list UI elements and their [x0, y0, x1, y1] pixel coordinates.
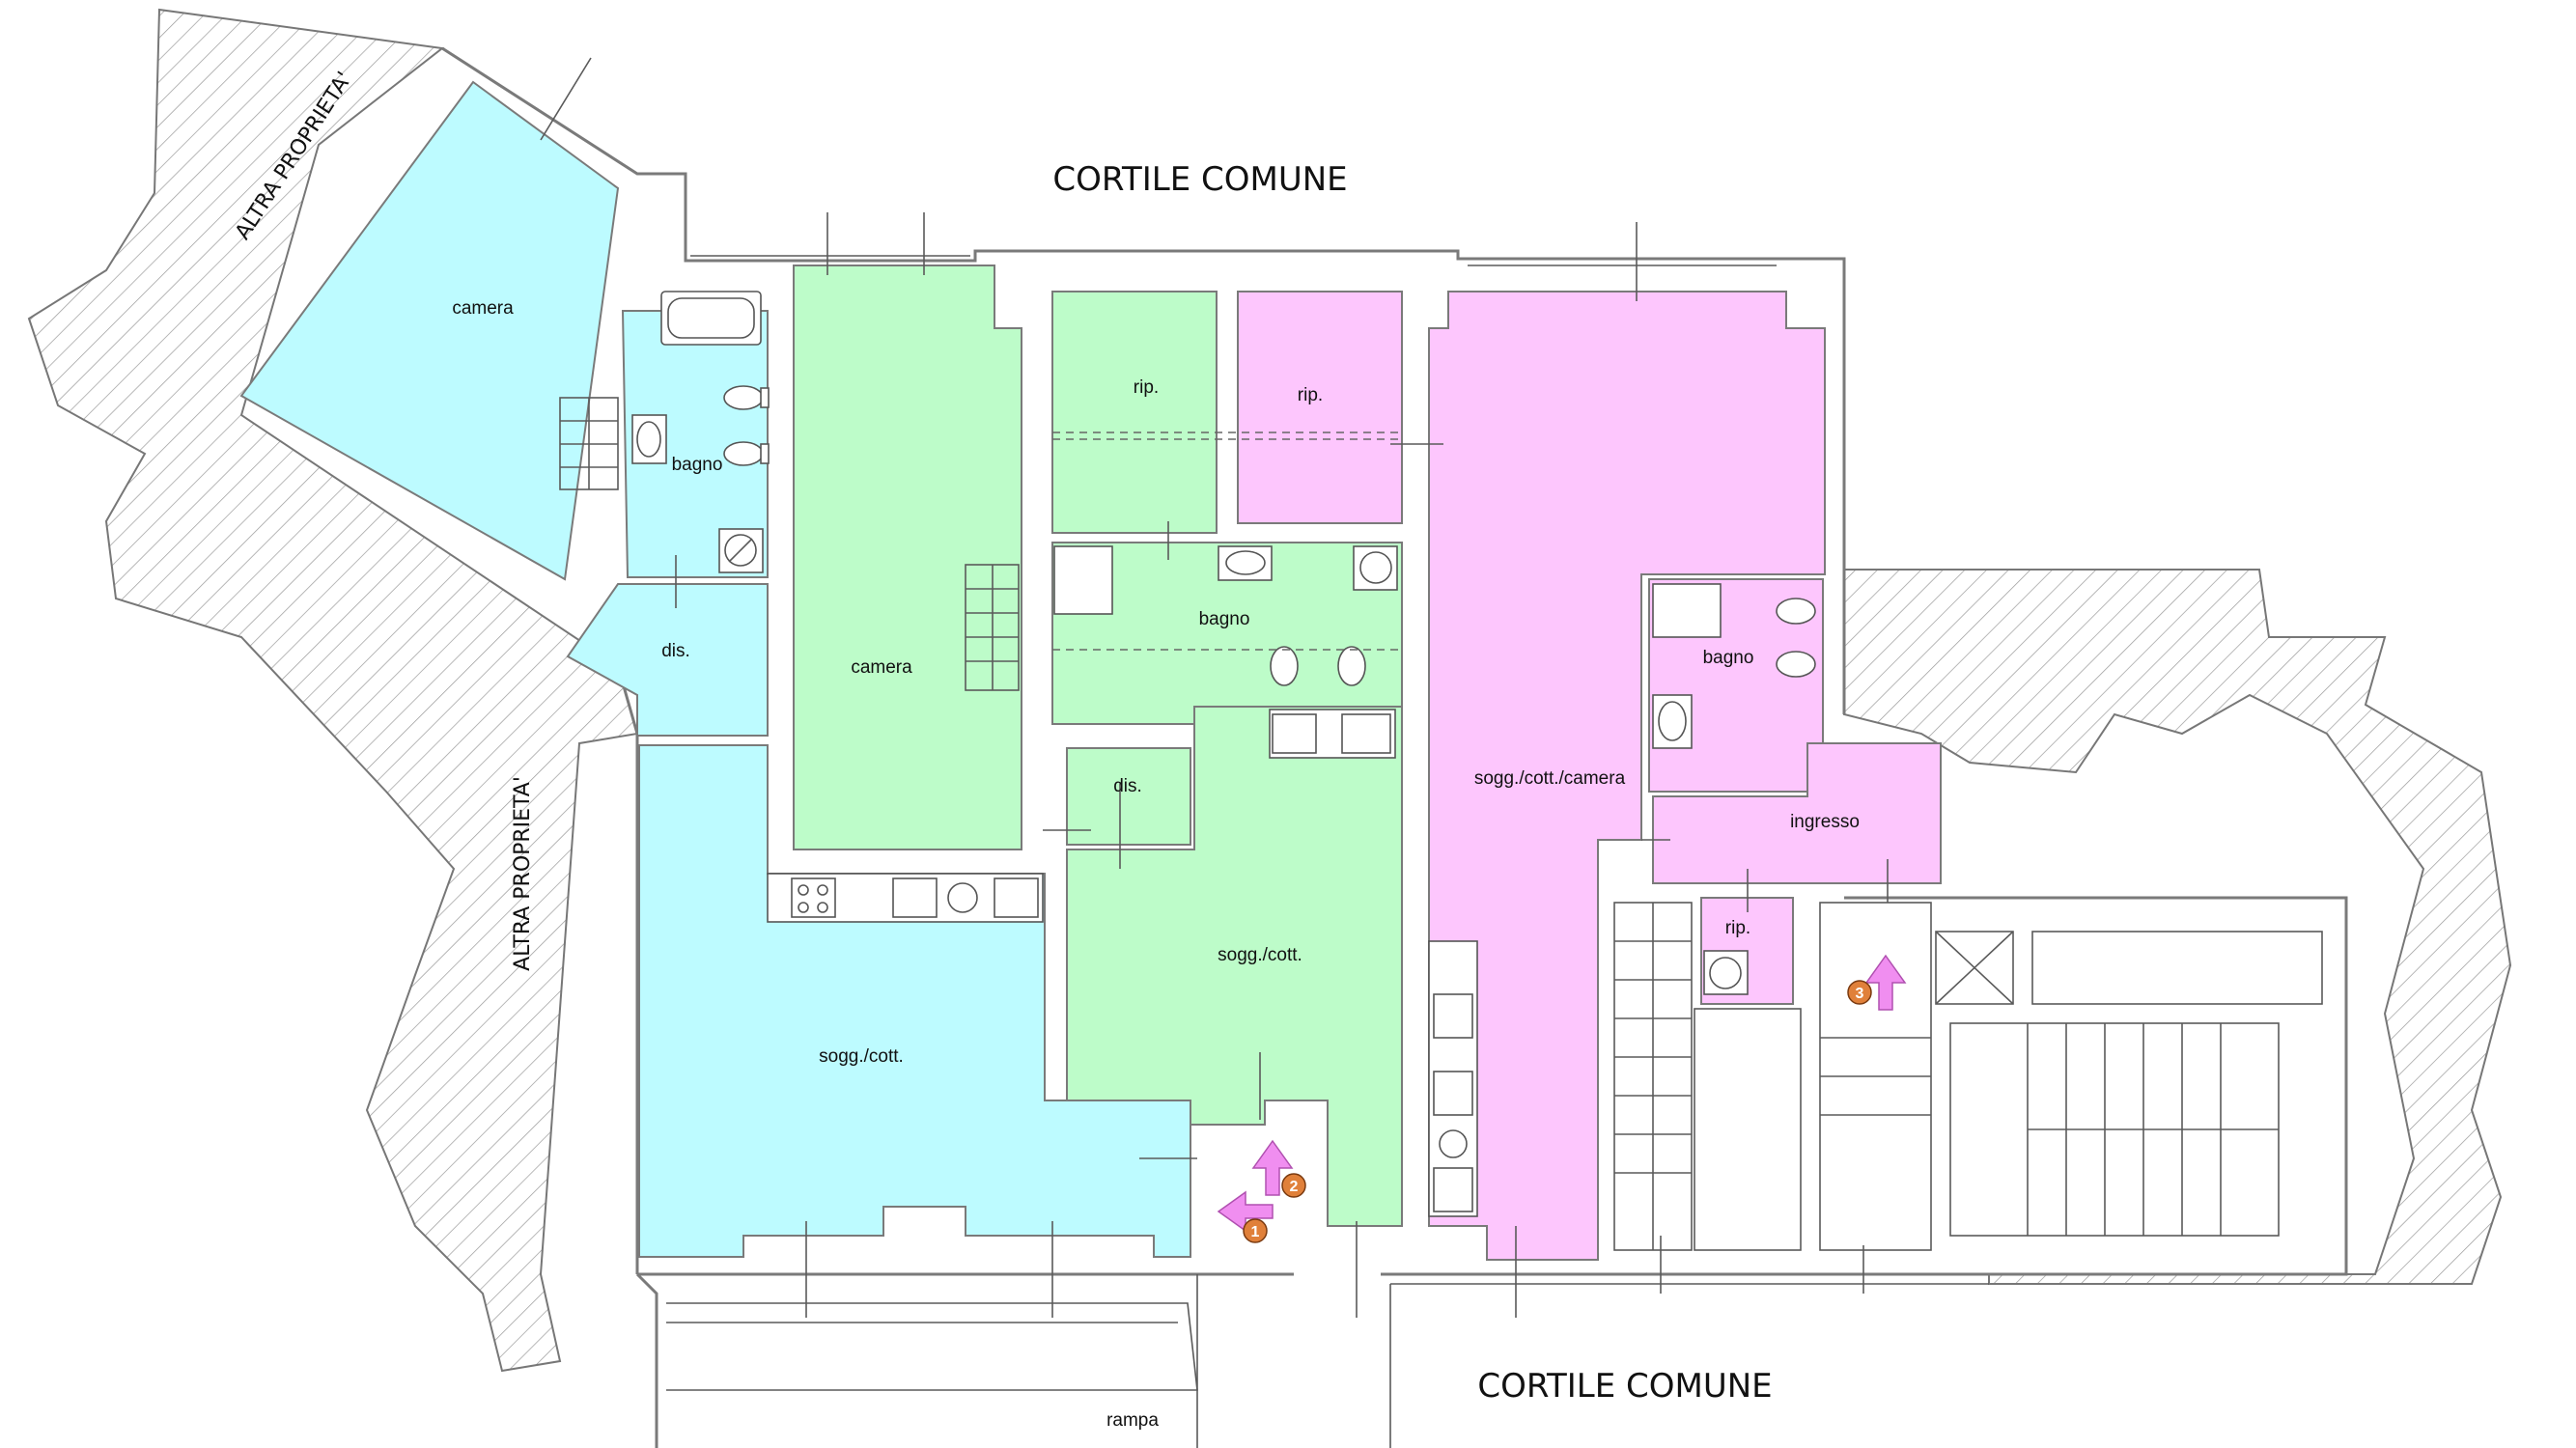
- openings: [540, 57, 1889, 1318]
- kitchen-counter-icon: [767, 873, 1044, 923]
- sink-icon: [631, 414, 667, 464]
- marker-number: 3: [1856, 986, 1864, 1002]
- boiler-icon: [718, 528, 764, 573]
- common-stair-icon: [1949, 1022, 2280, 1237]
- green-hall: [1066, 747, 1191, 846]
- courtyard-label-top: CORTILE COMUNE: [1052, 160, 1347, 199]
- sink-icon-pink: [1652, 694, 1693, 749]
- room-label: camera: [851, 657, 912, 678]
- marker-number: 2: [1290, 1179, 1299, 1195]
- ramp-label: rampa: [1106, 1410, 1159, 1431]
- room-label: camera: [452, 298, 514, 319]
- kitchen-counter-icon-green: [1269, 709, 1396, 759]
- pink-entrance: [1652, 742, 1942, 884]
- up-arrow-icon: [1251, 1139, 1294, 1196]
- cyan-bedroom: [239, 80, 620, 581]
- elevator-icon: [1935, 931, 2014, 1005]
- room-label: dis.: [1113, 776, 1142, 796]
- courtyard-label-bottom: CORTILE COMUNE: [1477, 1367, 1772, 1406]
- sink-icon-green: [1218, 545, 1273, 581]
- marker-2: 2: [1251, 1139, 1306, 1198]
- room-label: sogg./cott.: [1218, 945, 1302, 965]
- up-arrow-icon: [1864, 954, 1907, 1011]
- shower-icon-pink: [1652, 583, 1722, 638]
- room-label: rip.: [1298, 385, 1323, 405]
- boiler-icon-green: [1353, 545, 1398, 591]
- green-storage-left: [1051, 291, 1218, 534]
- marker-3: 3: [1847, 954, 1907, 1011]
- room-label: bagno: [672, 455, 723, 475]
- kitchen-counter-icon-pink: [1428, 940, 1478, 1217]
- shower-icon: [1053, 545, 1113, 615]
- cyan-hall: [566, 583, 769, 737]
- room-label: bagno: [1703, 648, 1754, 668]
- green-living: [1066, 706, 1403, 1227]
- wc-icon: [723, 385, 770, 410]
- room-label: sogg./cott./camera: [1474, 768, 1626, 789]
- wc-icon-green: [1270, 646, 1366, 686]
- unit-green: [793, 265, 1403, 1227]
- room-labels: camera bagno dis. sogg./cott. rip. camer…: [452, 298, 1860, 1067]
- room-label: rip.: [1725, 918, 1750, 938]
- bidet-icon: [723, 441, 770, 466]
- staircase-icon: [1613, 902, 1693, 1251]
- view-markers: 1 2 3: [1217, 954, 1907, 1243]
- marker-1: 1: [1217, 1190, 1274, 1243]
- marker-number: 1: [1251, 1224, 1260, 1240]
- room-label: bagno: [1199, 609, 1250, 629]
- fixtures: [559, 291, 2323, 1251]
- boiler-icon-pink: [1703, 950, 1749, 995]
- room-label: ingresso: [1790, 812, 1860, 832]
- stairs-icon-green: [965, 564, 1020, 691]
- room-label: rip.: [1134, 377, 1159, 398]
- other-property-label-side: ALTRA PROPRIETA': [511, 776, 535, 971]
- green-bedroom: [793, 265, 1022, 850]
- pink-storage-top: [1237, 291, 1403, 524]
- room-label: sogg./cott.: [819, 1046, 904, 1067]
- wc-icon-pink: [1776, 598, 1816, 678]
- pink-living: [1428, 291, 1826, 1261]
- room-label: dis.: [661, 641, 690, 661]
- stairs-icon: [559, 397, 619, 490]
